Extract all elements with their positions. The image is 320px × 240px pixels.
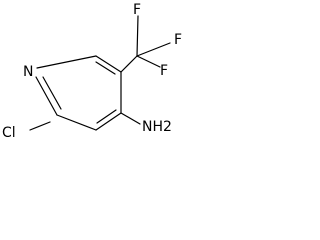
bond-c5-c6 [95,55,122,73]
atom-f-right-label: F [174,32,182,48]
bond-c4-nh2 [120,112,141,125]
bond-c3-c4 [95,112,122,131]
atom-f-top-label: F [133,2,141,18]
atom-cl-label: Cl [2,125,16,140]
bond-c2-c3 [56,114,97,131]
atom-n-label: N [23,64,33,80]
atom-nh2-label: NH2 [142,119,172,135]
bond-cf3-f-top [136,15,139,57]
pyridine-ring [35,55,122,131]
bond-c5-cf3 [120,55,138,73]
bond-n-c2 [35,76,58,116]
bond-c5-c6-inner [95,61,116,75]
bond-c6-n [36,55,97,69]
bond-c3-c4-inner [96,109,117,124]
bond-cf3-f-lower [136,55,161,68]
atom-f-lower-label: F [160,63,168,79]
bond-c2-cl [29,121,51,131]
bond-n-c2-inner [42,76,62,110]
bond-cf3-f-right [136,42,171,57]
chemical-structure-diagram: N Cl NH2 F F F [2,2,182,140]
